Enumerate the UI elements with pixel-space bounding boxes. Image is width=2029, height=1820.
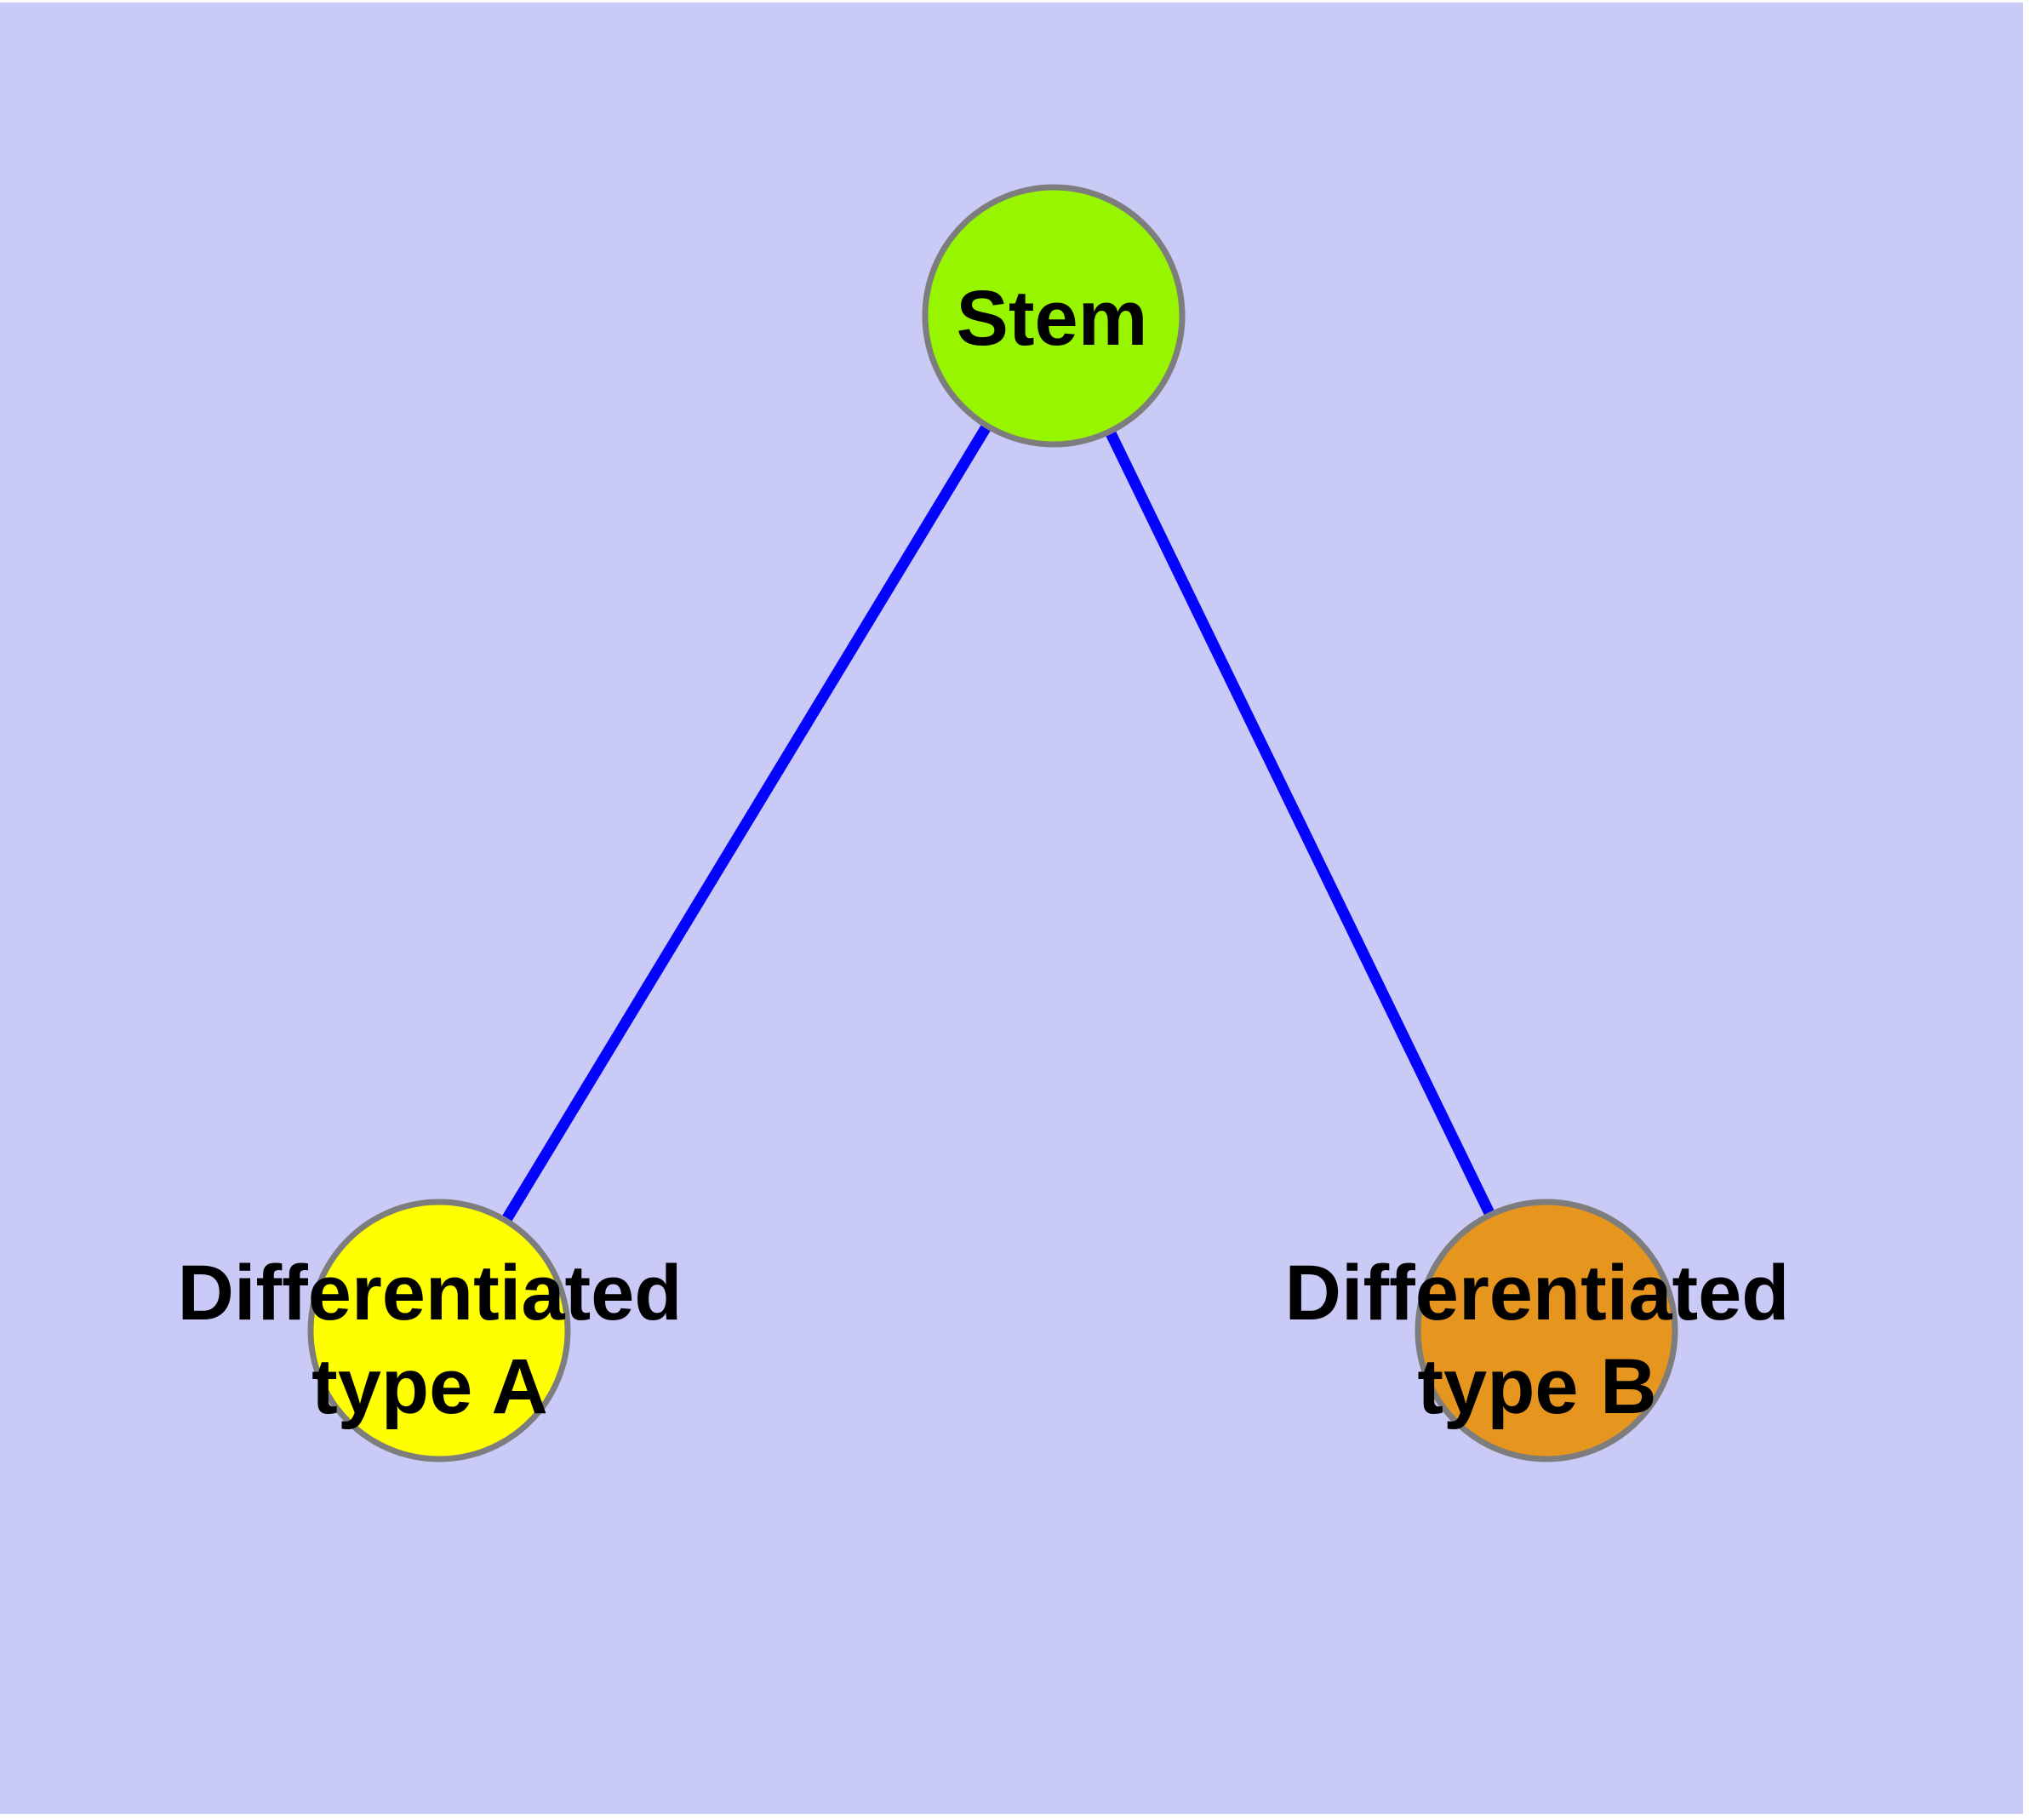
edge-stem-to-type-b (1049, 313, 1552, 1333)
type-a-label-line2: type A (311, 1343, 548, 1430)
stem-node-label: Stem (957, 275, 1148, 362)
edge-group (434, 312, 1552, 1334)
stem-node (922, 184, 1186, 448)
differentiated-type-b-node (1415, 1199, 1678, 1462)
node-group (307, 184, 1678, 1462)
type-b-label-line1: Differentiated (1285, 1250, 1790, 1336)
type-b-label-line2: type B (1417, 1343, 1656, 1430)
label-group: Stem Differentiated type A Differentiate… (178, 275, 1790, 1430)
edge-stem-to-type-a (434, 312, 1059, 1334)
differentiated-type-a-node (307, 1199, 571, 1462)
type-a-label-line1: Differentiated (178, 1250, 683, 1336)
